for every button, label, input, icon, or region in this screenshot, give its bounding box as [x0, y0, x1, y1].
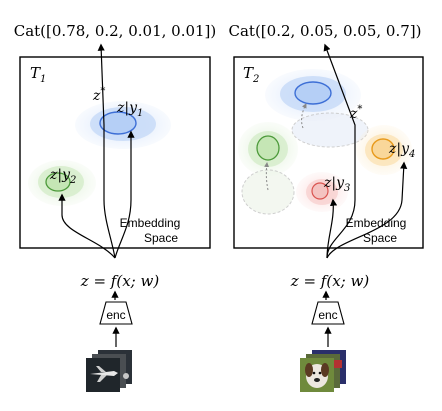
- right-space-label-1: Embedding: [346, 216, 407, 230]
- left-input-images: [86, 350, 132, 392]
- right-encoder-formula: z = f(x; w): [290, 272, 370, 290]
- right-label-y4: z|y4: [388, 141, 415, 160]
- right-blob-green: [238, 122, 298, 176]
- right-shift-arrow-green: [264, 162, 270, 191]
- right-encoder-block: [311, 301, 345, 325]
- right-blob-ghost-green: [241, 169, 295, 215]
- left-encoder-block: [99, 301, 133, 325]
- left-encoder-label: enc: [106, 308, 125, 322]
- left-embedding-box: [19, 56, 211, 249]
- left-encoder-formula: z = f(x; w): [80, 272, 160, 290]
- left-task-label: T1: [30, 64, 46, 85]
- left-space-label-1: Embedding: [120, 216, 181, 230]
- right-top-formula: Cat([0.2, 0.05, 0.05, 0.7]): [229, 22, 422, 40]
- right-query-z: z*: [349, 104, 362, 122]
- left-top-formula: Cat([0.78, 0.2, 0.01, 0.01]): [14, 22, 217, 40]
- left-label-y1: z|y1: [116, 100, 143, 119]
- right-arrow-to-y3: [326, 198, 338, 259]
- right-input-images: [300, 350, 346, 392]
- left-label-y2: z|y2: [49, 167, 76, 186]
- left-panel: Cat([0.78, 0.2, 0.01, 0.01]) T1 z|y1 z|y…: [14, 22, 217, 392]
- left-arrow-to-y2: [58, 193, 116, 259]
- right-arrow-to-top: [323, 43, 356, 259]
- right-embedding-box: [233, 56, 424, 249]
- right-panel: Cat([0.2, 0.05, 0.05, 0.7]) T2: [229, 22, 424, 392]
- right-blob-blue: [265, 69, 361, 121]
- left-blob-y2: [28, 160, 96, 206]
- left-space-label-2: Space: [144, 231, 178, 245]
- left-arrow-to-y1: [114, 130, 135, 259]
- right-shift-arrow-blue: [301, 103, 307, 129]
- right-blob-orange: [356, 125, 412, 175]
- right-label-y3: z|y3: [323, 175, 350, 194]
- right-space-label-2: Space: [363, 231, 397, 245]
- right-task-label: T2: [243, 64, 259, 85]
- right-arrow-to-y4: [326, 161, 408, 259]
- left-arrow-to-top: [97, 43, 116, 259]
- right-encoder-label: enc: [318, 308, 337, 322]
- left-blob-y1: [75, 101, 171, 149]
